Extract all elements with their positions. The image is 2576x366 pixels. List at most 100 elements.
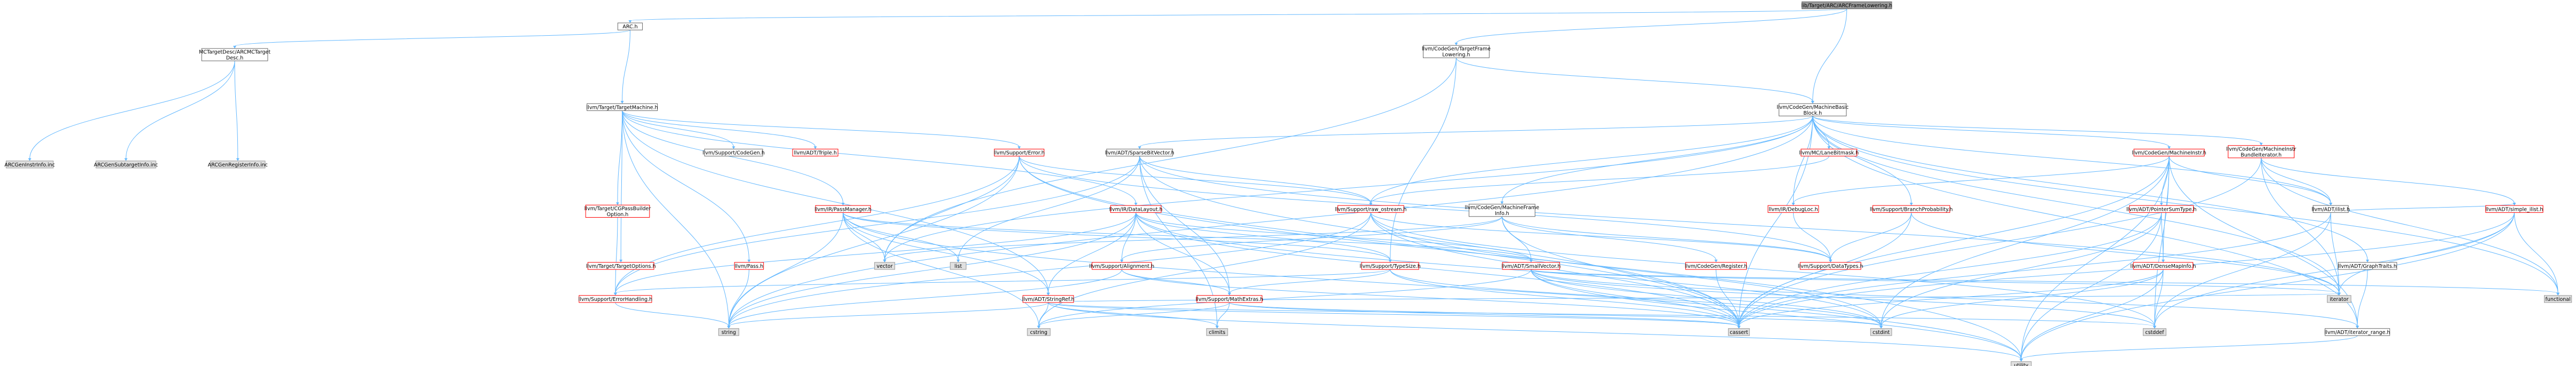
node-box-mathextras: [1196, 295, 1262, 303]
node-label-mathextras-0: llvm/Support/MathExtras.h: [1196, 297, 1263, 303]
node-label-mbb-1: Block.h: [1803, 110, 1822, 116]
edge-error-to-utility: [1019, 156, 2022, 360]
edge-datalayout-to-typesize: [1135, 212, 1391, 260]
edge-smallvec-to-iterator: [1531, 269, 2340, 294]
edge-mi-to-cstddef: [2154, 156, 2170, 327]
node-box-rawos: [1337, 205, 1404, 213]
node-label-cassert-0: cassert: [1730, 330, 1748, 336]
node-box-utility: [2011, 361, 2032, 366]
node-label-mibi-1: BundleIterator.h: [2241, 152, 2282, 158]
node-label-ilist-0: llvm/ADT/ilist.h: [2311, 206, 2350, 212]
edge-densemap-to-cstdint: [1881, 269, 2164, 327]
edge-arrowhead-tm-to-codegen: [732, 146, 735, 149]
node-branchprob[interactable]: llvm/Support/BranchProbability.h: [1870, 205, 1953, 213]
node-label-mfi-1: Info.h: [1495, 211, 1509, 217]
node-box-arcgensub: [95, 161, 156, 169]
node-ilist[interactable]: llvm/ADT/ilist.h: [2311, 205, 2350, 213]
node-label-root-0: lib/Target/ARC/ARCFrameLowering.h: [1801, 3, 1892, 9]
node-label-arcgensub-0: ARCGenSubtargetInfo.inc: [94, 162, 158, 168]
node-label-datalayout-0: llvm/IR/DataLayout.h: [1109, 206, 1163, 212]
edge-arrowhead-typesize-to-mathextras: [1228, 292, 1231, 296]
node-label-arcgeninstr-0: ARCGenInstrInfo.inc: [4, 162, 55, 168]
node-cstdint: cstdint: [1870, 328, 1892, 336]
edge-mbb-to-sbv: [1139, 115, 1813, 147]
edge-arrowhead-datalayout-to-stringref: [1046, 292, 1050, 296]
node-mathextras[interactable]: llvm/Support/MathExtras.h: [1196, 295, 1263, 303]
node-tm[interactable]: llvm/Target/TargetMachine.h: [587, 103, 658, 111]
edge-arrowhead-stringref-to-iterator: [2337, 292, 2341, 296]
edge-arrowhead-mibi-to-ilist: [2329, 203, 2333, 206]
edge-arrowhead-mathextras-to-cstring: [1037, 325, 1041, 329]
edge-stringref-to-cstring: [1038, 302, 1049, 327]
node-box-iterator: [2327, 295, 2351, 303]
node-box-mbb: [1779, 103, 1847, 116]
node-iterrange[interactable]: llvm/ADT/iterator_range.h: [2325, 328, 2390, 336]
edge-arrowhead-smallvec-to-iterrange: [2356, 325, 2359, 329]
node-rawos[interactable]: llvm/Support/raw_ostream.h: [1335, 205, 1407, 213]
node-label-debugloc-0: llvm/IR/DebugLoc.h: [1769, 206, 1818, 212]
node-passmgr[interactable]: llvm/IR/PassManager.h: [814, 205, 871, 213]
node-utility: utility: [2011, 361, 2032, 366]
node-sbv[interactable]: llvm/ADT/SparseBitVector.h: [1105, 148, 1174, 157]
edge-passmgr-to-vector: [843, 212, 885, 260]
node-simpleilist[interactable]: llvm/ADT/simple_ilist.h: [2485, 205, 2543, 213]
node-register[interactable]: llvm/CodeGen/Register.h: [1685, 262, 1747, 270]
node-alignment[interactable]: llvm/Support/Alignment.h: [1089, 262, 1154, 270]
node-datatypes[interactable]: llvm/Support/DataTypes.h: [1798, 262, 1863, 270]
node-label-branchprob-0: llvm/Support/BranchProbability.h: [1870, 206, 1953, 212]
node-pass[interactable]: llvm/Pass.h: [734, 262, 764, 270]
node-error[interactable]: llvm/Support/Error.h: [994, 148, 1045, 157]
node-errhandling[interactable]: llvm/Support/ErrorHandling.h: [579, 295, 653, 303]
node-mibi[interactable]: llvm/CodeGen/MachineInstrBundleIterator.…: [2226, 145, 2296, 158]
edge-error-to-datatypes: [1019, 156, 1831, 260]
edge-arrowhead-datalayout-to-alignment: [1120, 259, 1124, 262]
edge-root-to-tfl: [1455, 9, 1847, 44]
edge-mi-to-iterrange: [2169, 156, 2358, 327]
node-stringref[interactable]: llvm/ADT/StringRef.h: [1022, 295, 1075, 303]
node-string: string: [718, 328, 739, 336]
node-debugloc[interactable]: llvm/IR/DebugLoc.h: [1767, 205, 1819, 213]
node-typesize[interactable]: llvm/Support/TypeSize.h: [1359, 262, 1421, 270]
node-label-tfl-0: llvm/CodeGen/TargetFrame: [1422, 46, 1491, 52]
node-arch[interactable]: ARC.h: [617, 22, 643, 30]
node-label-iterator-0: iterator: [2330, 297, 2348, 303]
node-label-datatypes-0: llvm/Support/DataTypes.h: [1798, 264, 1863, 269]
node-climits: climits: [1206, 328, 1228, 336]
node-box-functional: [2544, 295, 2572, 303]
edge-tm-to-datalayout: [622, 110, 1137, 204]
node-lanebm[interactable]: llvm/MC/LaneBitmask.h: [1799, 148, 1859, 157]
edge-arrowhead-mbb-to-graph: [2366, 259, 2370, 262]
node-targetopts[interactable]: llvm/Target/TargetOptions.h: [586, 262, 656, 270]
node-triple[interactable]: llvm/ADT/Triple.h: [792, 148, 838, 157]
node-smallvec[interactable]: llvm/ADT/SmallVector.h: [1501, 262, 1561, 270]
edge-mbb-to-string: [728, 116, 1813, 327]
node-mi[interactable]: llvm/CodeGen/MachineInstr.h: [2132, 148, 2206, 157]
edge-rawos-to-cstddef: [1370, 212, 2155, 327]
node-codegen[interactable]: llvm/Support/CodeGen.h: [702, 148, 765, 157]
node-box-arcgenreg: [210, 161, 266, 169]
edge-simpleilist-to-functional: [2514, 212, 2558, 293]
node-box-alignment: [1092, 262, 1152, 270]
edge-error-to-errhandling: [615, 156, 1020, 293]
edge-mi-to-debugloc: [1793, 156, 2170, 204]
edge-mibi-to-functional: [2261, 157, 2558, 293]
edge-arrowhead-mcarc-to-arcgenreg: [236, 158, 239, 161]
node-box-cstddef: [2142, 328, 2166, 336]
node-box-lanebm: [1801, 148, 1858, 157]
edge-tm-to-stringref: [622, 110, 1049, 293]
node-label-sbv-0: llvm/ADT/SparseBitVector.h: [1105, 150, 1174, 156]
edge-mbb-to-graph: [1812, 116, 2368, 260]
node-root[interactable]: lib/Target/ARC/ARCFrameLowering.h: [1801, 1, 1892, 10]
node-graph[interactable]: llvm/ADT/GraphTraits.h: [2338, 262, 2397, 270]
node-datalayout[interactable]: llvm/IR/DataLayout.h: [1109, 205, 1163, 213]
edge-root-to-mbb: [1812, 9, 1847, 102]
node-ptrsum[interactable]: llvm/ADT/PointerSumType.h: [2126, 205, 2197, 213]
edge-sbv-to-mathextras: [1139, 156, 1230, 293]
node-densemap[interactable]: llvm/ADT/DenseMapInfo.h: [2130, 262, 2196, 270]
